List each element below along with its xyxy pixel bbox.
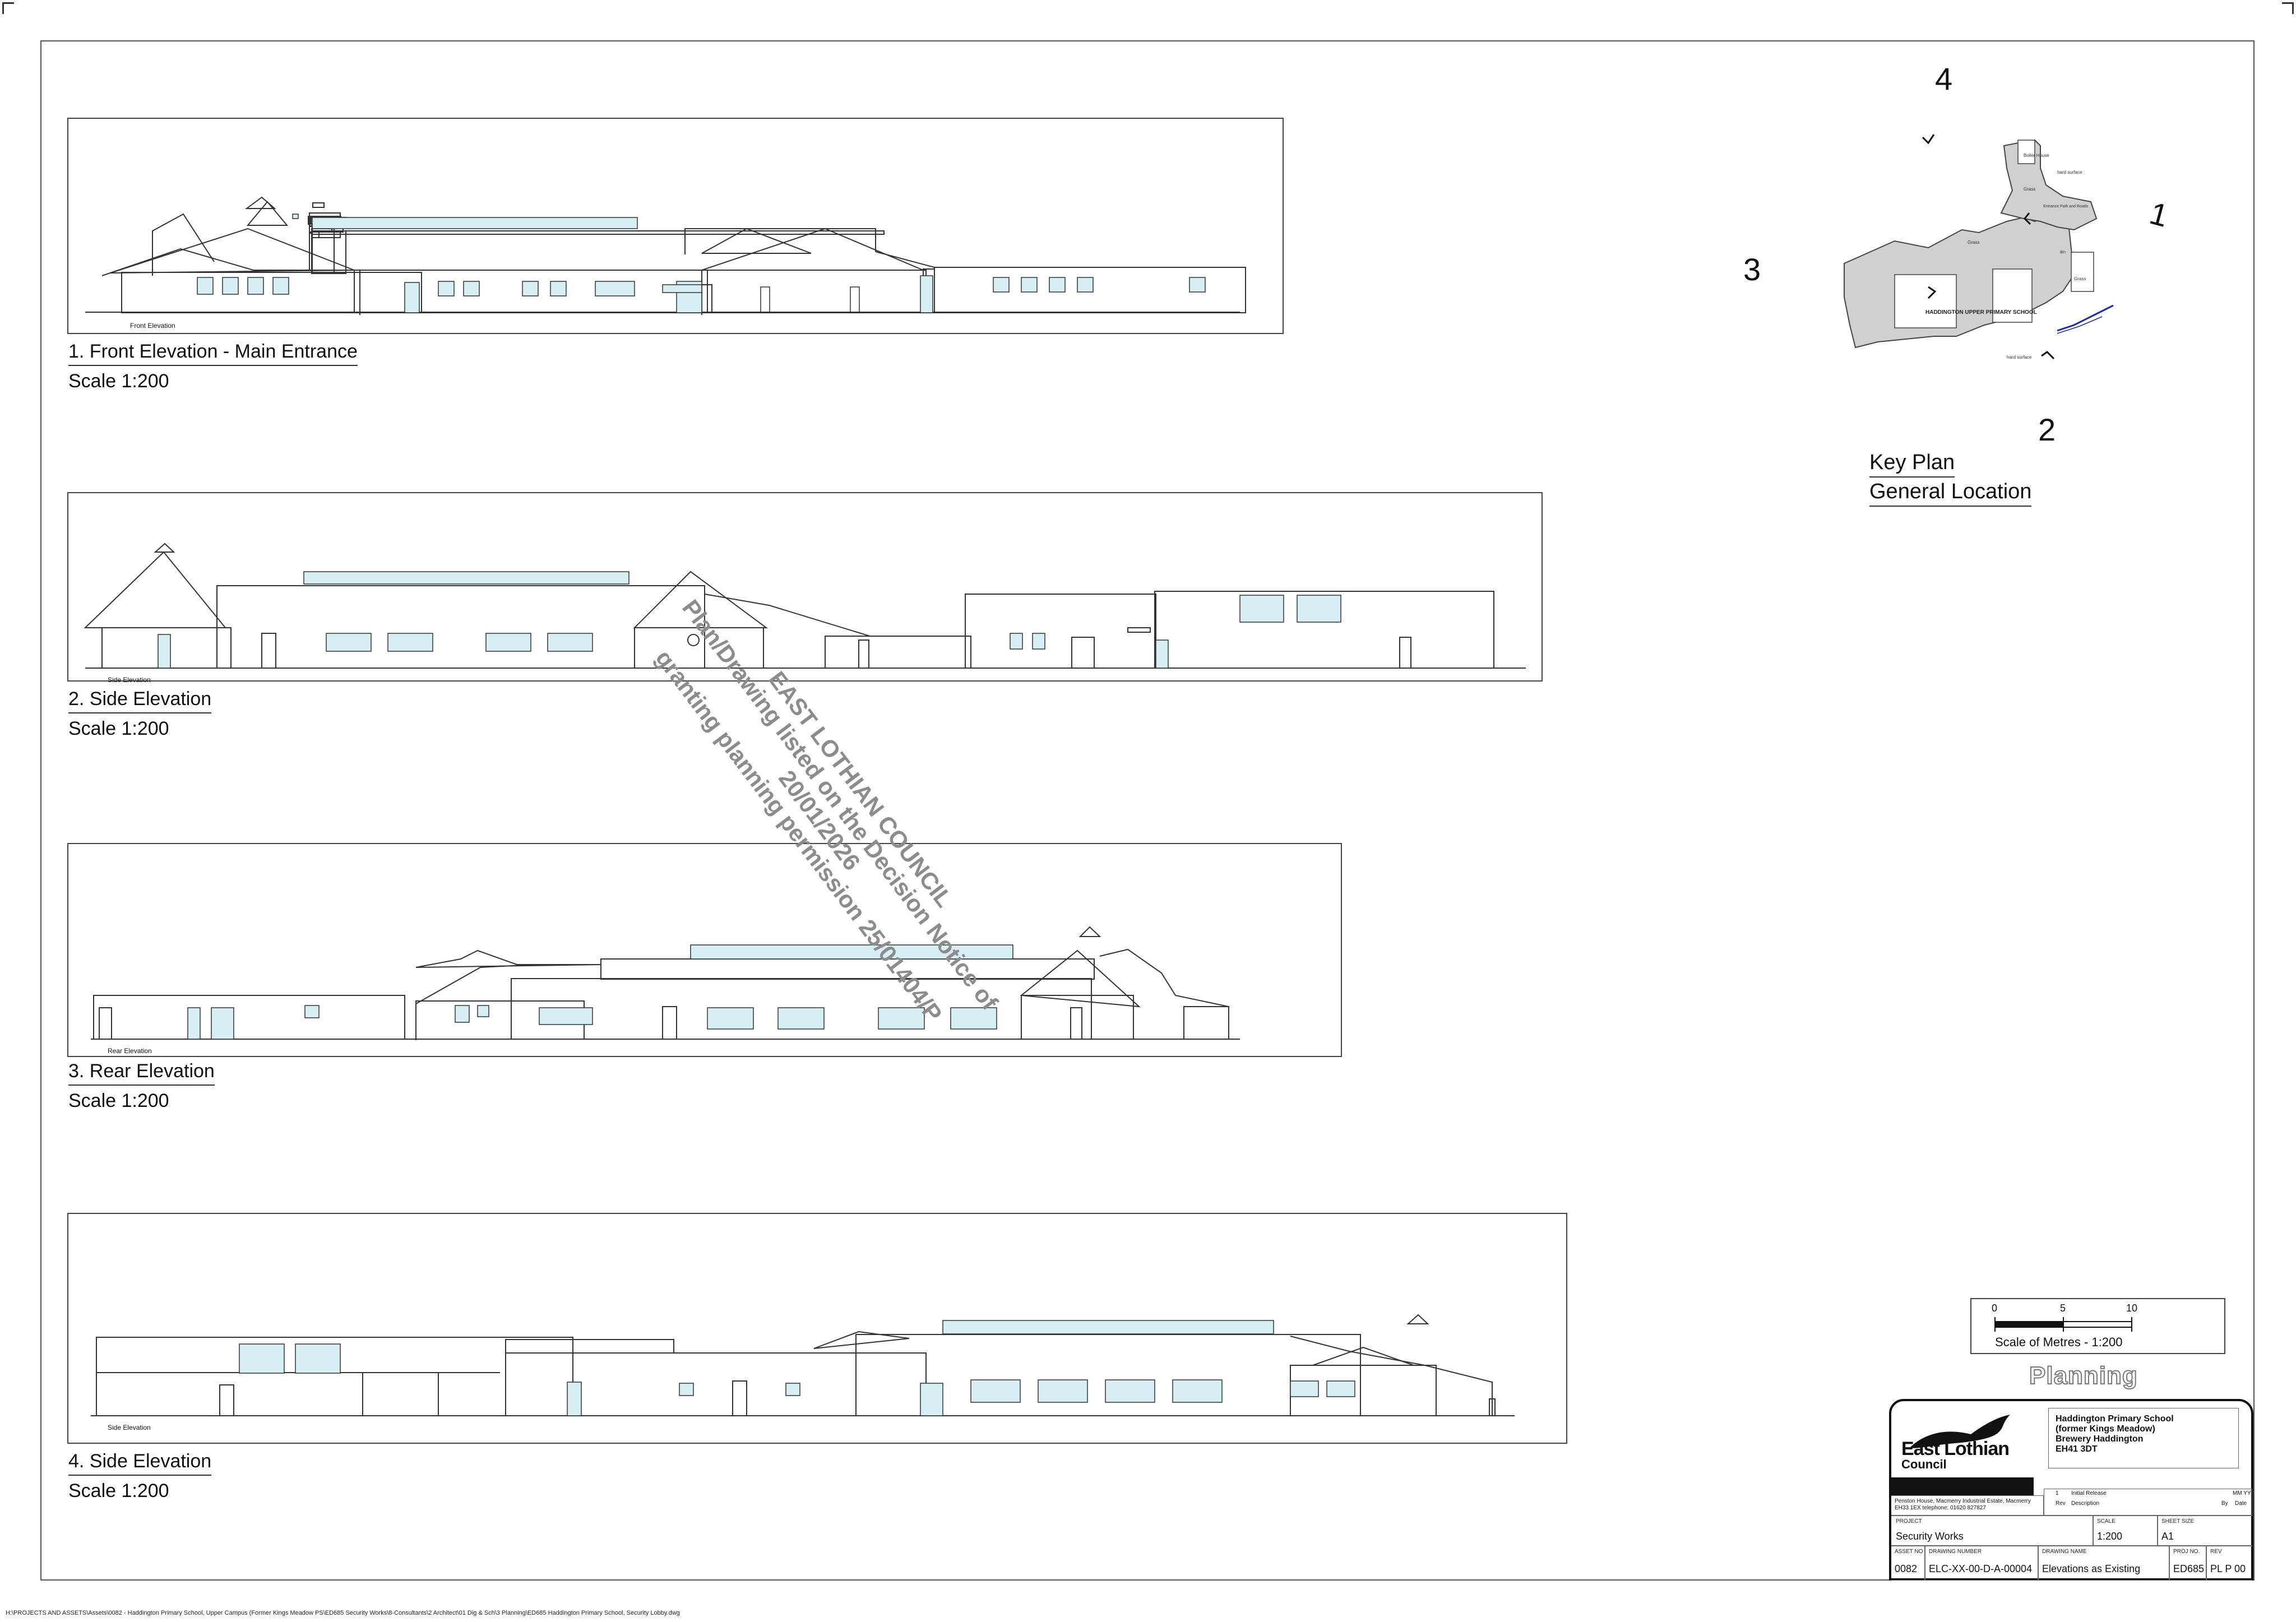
key-plan-marker-4: 4 [1935,61,1953,96]
side-elevation-2-panel: Side Elevation [67,492,1543,684]
asset-label: ASSET NO [1895,1549,1923,1555]
side-elevation-4-scale: Scale 1:200 [68,1480,169,1501]
key-plan-marker-2: 2 [2038,412,2056,447]
scale-bar-graphic [1994,1317,2132,1332]
side-elevation-2-inner-label: Side Elevation [108,676,151,684]
title-block: East Lothian Council Haddington Primary … [1889,1399,2253,1581]
scale-bar: 0 5 10 Scale of Metres - 1:200 [1970,1298,2225,1354]
key-plan-annotation-boiler: Boiler House [2024,153,2049,158]
side-elevation-4-title: 4. Side Elevation Scale 1:200 [68,1450,212,1502]
sheet-size-label: SHEET SIZE [2161,1518,2195,1524]
key-plan-annotation-entrance: Entrance Path and Roads [2043,205,2089,208]
org-address: Penston House, Macmerry Industrial Estat… [1895,1498,2031,1511]
front-elevation-scale: Scale 1:200 [68,370,169,392]
drawing-name-label: DRAWING NAME [2042,1549,2087,1555]
project-address-line4: EH41 3DT [2056,1444,2098,1454]
revision-number: 1 [2056,1490,2059,1496]
address-cell: Penston House, Macmerry Industrial Estat… [1891,1495,2044,1516]
project-address-box: Haddington Primary School (former Kings … [2048,1408,2239,1468]
planning-stamp: Planning [2029,1361,2138,1390]
front-elevation-drawing [85,196,1246,315]
drawing-name-value: Elevations as Existing [2042,1563,2141,1574]
revision-table: 1 Initial Release MM YY Rev Description … [2044,1489,2252,1516]
scale-cell: SCALE 1:200 [2093,1516,2158,1546]
scale-tick-5: 5 [2060,1303,2066,1314]
key-plan-annotation-hard-surface-2: hard surface [2007,355,2032,360]
project-value: Security Works [1896,1531,1964,1542]
key-plan-annotation-bin: Bin [2060,251,2066,254]
east-lothian-logo-icon [1909,1415,2010,1448]
project-cell: PROJECT Security Works [1891,1516,2093,1546]
side-elevation-4-inner-label: Side Elevation [108,1424,151,1431]
key-plan-building-label: HADDINGTON UPPER PRIMARY SCHOOL [1925,309,2037,316]
org-name: East Lothian [1901,1438,2010,1459]
key-plan-drawing: HADDINGTON UPPER PRIMARY SCHOOL Boiler H… [1844,134,2114,360]
rear-elevation-scale: Scale 1:200 [68,1090,169,1111]
front-elevation-title-text: 1. Front Elevation - Main Entrance [68,341,358,366]
rev-label: REV [2210,1549,2222,1555]
proj-no-cell: PROJ NO. ED685 [2169,1546,2206,1581]
scale-tick-0: 0 [1992,1303,1998,1314]
scale-value: 1:200 [2097,1531,2123,1542]
corner-mark-tl [2,2,14,14]
project-address-line3: Brewery Haddington [2056,1434,2144,1444]
org-name-council: Council [1901,1457,1947,1471]
revision-col-by: By [2221,1500,2228,1507]
key-plan-annotation-hard-surface: hard surface [2057,170,2082,175]
key-plan-title-line2: General Location [1869,478,2032,507]
asset-cell: ASSET NO 0082 [1891,1546,1925,1581]
front-elevation-title: 1. Front Elevation - Main Entrance Scale… [68,341,358,392]
sheet-size-cell: SHEET SIZE A1 [2158,1516,2252,1546]
key-plan-annotation-grass-2: Grass [1968,240,1979,245]
side-elevation-2-drawing [84,543,1526,669]
project-address-line2: (former Kings Meadow) [2056,1424,2155,1434]
drawing-number-value: ELC-XX-00-D-A-00004 [1929,1563,2033,1574]
scale-tick-10: 10 [2126,1303,2138,1314]
revision-col-rev: Rev [2056,1500,2066,1507]
corner-mark-tr [2282,2,2294,14]
revision-col-desc: Description [2071,1500,2100,1507]
side-elevation-2-title-text: 2. Side Elevation [68,688,212,713]
file-path-footer: H:\PROJECTS AND ASSETS\Assets\0082 - Had… [6,1610,680,1616]
revision-description: Initial Release [2071,1490,2107,1496]
proj-no-label: PROJ NO. [2173,1549,2200,1555]
project-address-line1: Haddington Primary School [2056,1414,2174,1424]
drawing-name-cell: DRAWING NAME Elevations as Existing [2038,1546,2169,1581]
scale-label: SCALE [2097,1518,2116,1524]
drawing-number-cell: DRAWING NUMBER ELC-XX-00-D-A-00004 [1925,1546,2038,1581]
key-plan-title: Key Plan General Location [1869,448,2032,507]
side-elevation-2-title: 2. Side Elevation Scale 1:200 [68,688,212,740]
proj-no-value: ED685 [2173,1563,2205,1574]
side-elevation-2-scale: Scale 1:200 [68,718,169,739]
front-elevation-panel: Front Elevation [67,118,1284,334]
side-elevation-4-title-text: 4. Side Elevation [68,1450,212,1476]
scale-caption: Scale of Metres - 1:200 [1995,1335,2123,1349]
side-elevation-4-panel: Side Elevation [67,1213,1567,1444]
rear-elevation-title-text: 3. Rear Elevation [68,1060,215,1086]
logo-bar [1891,1477,2034,1495]
rear-elevation-title: 3. Rear Elevation Scale 1:200 [68,1060,215,1112]
sheet-size-value: A1 [2161,1531,2174,1542]
key-plan-marker-3: 3 [1743,252,1761,287]
key-plan-title-line1: Key Plan [1869,448,1955,478]
revision-col-date: Date [2235,1500,2247,1507]
key-plan-annotation-grass-3: Grass [2074,276,2086,281]
project-label: PROJECT [1896,1518,1922,1524]
rev-cell: REV PL P 00 [2206,1546,2252,1581]
revision-by: MM YY [2233,1490,2251,1496]
front-elevation-inner-label: Front Elevation [130,322,175,330]
drawing-frame [40,40,2255,1581]
rev-value: PL P 00 [2210,1563,2246,1574]
side-elevation-4-drawing [91,1314,1515,1416]
rear-elevation-inner-label: Rear Elevation [108,1047,152,1055]
key-plan-annotation-grass: Grass [2024,187,2035,192]
asset-value: 0082 [1895,1563,1918,1574]
rear-elevation-panel: Rear Elevation [67,843,1342,1057]
drawing-number-label: DRAWING NUMBER [1929,1549,1982,1555]
rear-elevation-drawing [91,926,1240,1040]
